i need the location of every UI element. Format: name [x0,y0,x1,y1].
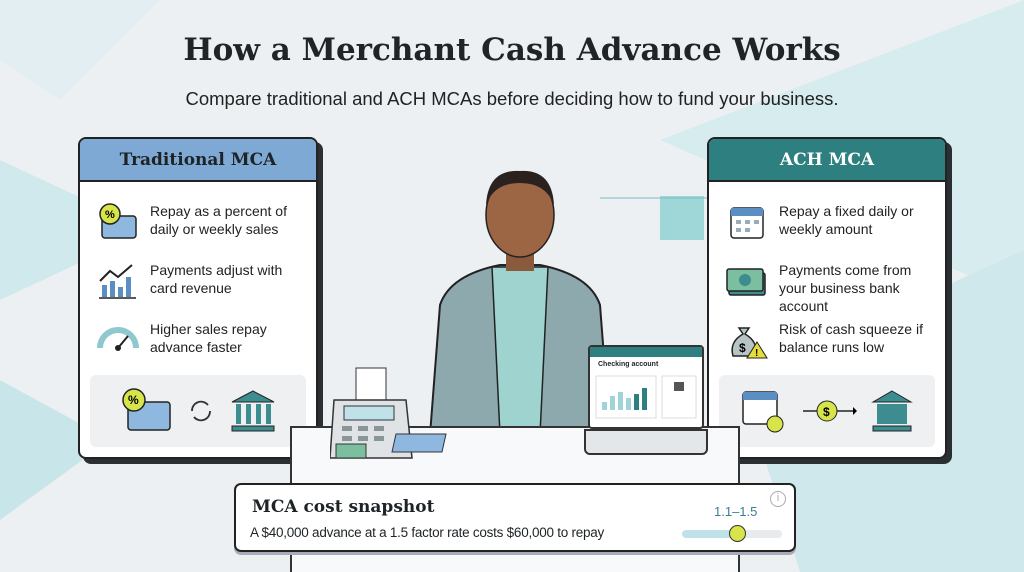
ach-flow-illustration: $ [719,375,935,447]
calendar-icon [730,207,764,239]
cycle-arrows-icon [191,400,211,422]
list-item: $! Risk of cash squeeze if balance runs … [709,308,945,367]
snapshot-title: MCA cost snapshot [252,497,435,517]
dollar-arrow-icon: $ [803,400,857,422]
traditional-mca-card: Traditional MCA % Repay as a percent of … [78,137,318,459]
bank-icon [231,390,275,432]
traditional-flow-illustration: % [90,375,306,447]
page-subtitle: Compare traditional and ACH MCAs before … [185,88,839,109]
list-item: Higher sales repay advance faster [80,308,316,367]
gauge-icon [97,327,139,351]
rising-chart-icon [99,264,136,299]
info-icon[interactable]: i [770,491,786,507]
list-item: % Repay as a percent of daily or weekly … [80,190,316,249]
card-title: ACH MCA [709,139,945,182]
slider-thumb[interactable] [729,525,746,542]
factor-range-label: 1.1–1.5 [714,504,758,519]
calendar-check-icon [742,391,784,433]
percent-card-icon: % [122,388,171,431]
laptop-screen-title: Checking account [598,361,659,368]
svg-text:$: $ [739,341,746,355]
svg-text:%: % [105,209,115,221]
credit-card-icon [391,433,447,453]
factor-rate-slider[interactable] [682,525,782,542]
card-title: Traditional MCA [80,139,316,182]
ach-mca-card: ACH MCA Repay a fixed daily or weekly am… [707,137,947,459]
list-item: Payments adjust with card revenue [80,249,316,308]
list-item: Payments come from your business bank ac… [709,249,945,314]
laptop: Checking account [584,345,708,457]
card-terminal-icon [330,367,413,459]
svg-text:%: % [128,393,139,407]
page-title: How a Merchant Cash Advance Works [183,32,841,68]
mca-cost-snapshot: MCA cost snapshot A $40,000 advance at a… [234,483,796,552]
percent-card-icon: % [99,203,137,239]
svg-text:$: $ [823,405,830,419]
merchant-illustration [428,170,612,435]
snapshot-text: A $40,000 advance at a 1.5 factor rate c… [250,525,605,540]
cash-icon [726,268,766,296]
list-item: Repay a fixed daily or weekly amount [709,190,945,249]
money-bag-warning-icon: $! [731,327,768,359]
bank-icon [871,390,913,432]
account-chart-icon [595,375,697,419]
svg-text:!: ! [755,348,758,359]
